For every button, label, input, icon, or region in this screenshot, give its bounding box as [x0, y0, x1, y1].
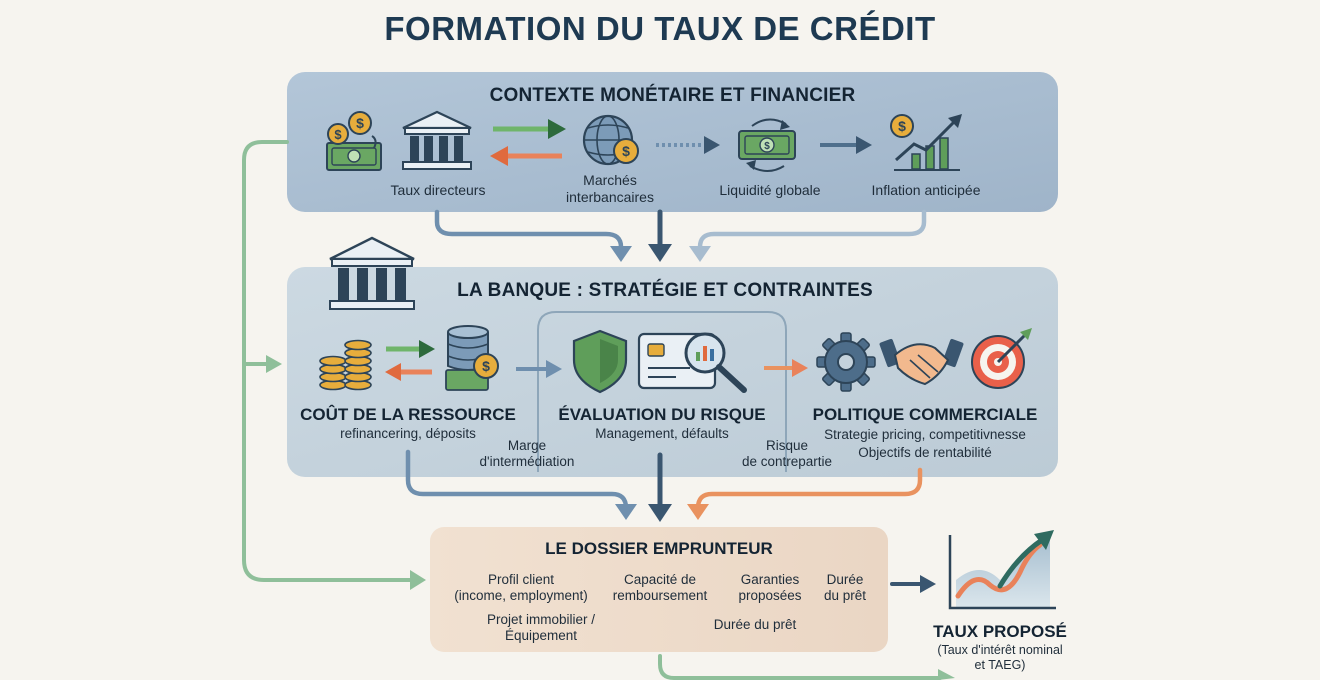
- svg-text:$: $: [482, 358, 490, 374]
- arrow-to-risk-icon: [516, 360, 562, 378]
- bank-large-icon: [329, 236, 415, 310]
- page-title: FORMATION DU TAUX DE CRÉDIT: [384, 10, 936, 47]
- green-feed-arrow: [242, 140, 942, 680]
- exchange-arrows-icon: [490, 119, 566, 166]
- arrow-to-result: [890, 575, 936, 593]
- borrower-item-capacite: Capacité de remboursement: [612, 572, 708, 603]
- panel-context: [287, 72, 1058, 212]
- arrow-orange-icon: [764, 359, 808, 377]
- coin-stacks-icon: [319, 339, 372, 391]
- svg-text:$: $: [764, 141, 770, 152]
- arrow-ctx-left: [434, 209, 624, 255]
- svg-text:$: $: [334, 127, 342, 142]
- bank-building-icon: [402, 110, 472, 170]
- cash-cycle-icon: $: [738, 118, 796, 172]
- svg-text:$: $: [622, 143, 630, 159]
- bank-section-risk-title: ÉVALUATION DU RISQUE: [558, 405, 766, 424]
- context-item-liquidite: Liquidité globale: [719, 182, 821, 198]
- borrower-item-duree: Durée du prêt: [823, 572, 867, 603]
- borrower-item-duree-pret: Durée du prêt: [713, 617, 797, 632]
- borrower-item-profil: Profil client (income, employment): [454, 572, 588, 603]
- arrow-bank-right: [695, 467, 923, 513]
- card-magnifier-icon: [637, 332, 747, 393]
- panel-borrower: [430, 527, 888, 652]
- risk-label: Risque de contrepartie: [741, 438, 833, 469]
- svg-text:$: $: [356, 115, 364, 131]
- risk-frame: [537, 311, 787, 472]
- database-cash-icon: $: [445, 325, 499, 391]
- bank-section-commercial-title: POLITIQUE COMMERCIALE: [812, 405, 1038, 424]
- borrower-item-garanties: Garanties proposées: [738, 572, 802, 603]
- handshake-icon: [879, 338, 964, 386]
- context-item-marches: Marchés interbancaires: [566, 172, 654, 205]
- bank-section-cost-subtitle: refinancering, déposits: [340, 426, 476, 441]
- result-title: TAUX PROPOSÉ: [933, 622, 1067, 641]
- result-chart-icon: [948, 530, 1056, 610]
- globe-dollar-icon: $: [582, 114, 639, 166]
- gear-icon: [816, 332, 876, 392]
- arrow-bank-left: [405, 449, 629, 513]
- inflation-chart-icon: $: [890, 114, 962, 171]
- arrow-ctx-right: [697, 209, 927, 255]
- panel-context-title: CONTEXTE MONÉTAIRE ET FINANCIER: [489, 85, 856, 106]
- bank-section-commercial-subtitle: Strategie pricing, competitivnesse Objec…: [824, 427, 1026, 460]
- svg-text:$: $: [898, 118, 906, 134]
- margin-label: Marge d'intermédiation: [479, 438, 575, 469]
- cash-coins-icon: $ $: [326, 111, 382, 171]
- panel-bank-title: LA BANQUE : STRATÉGIE ET CONTRAINTES: [457, 280, 873, 301]
- context-item-inflation: Inflation anticipée: [871, 182, 981, 198]
- target-icon: [971, 328, 1032, 389]
- panel-borrower-title: LE DOSSIER EMPRUNTEUR: [545, 539, 773, 558]
- bank-section-cost-title: COÛT DE LA RESSOURCE: [300, 405, 516, 424]
- borrower-item-projet: Projet immobilier / Équipement: [486, 612, 596, 643]
- shield-icon: [572, 329, 628, 394]
- result-subtitle: (Taux d'intérêt nominal et TAEG): [937, 643, 1063, 672]
- dashed-arrow-icon: [656, 136, 720, 154]
- bank-exchange-icon: [385, 340, 435, 381]
- context-item-taux-directeurs: Taux directeurs: [390, 182, 486, 198]
- bank-section-risk-subtitle: Management, défaults: [595, 426, 729, 441]
- arrow-right-icon: [820, 136, 872, 154]
- green-arrowheads: [266, 355, 955, 680]
